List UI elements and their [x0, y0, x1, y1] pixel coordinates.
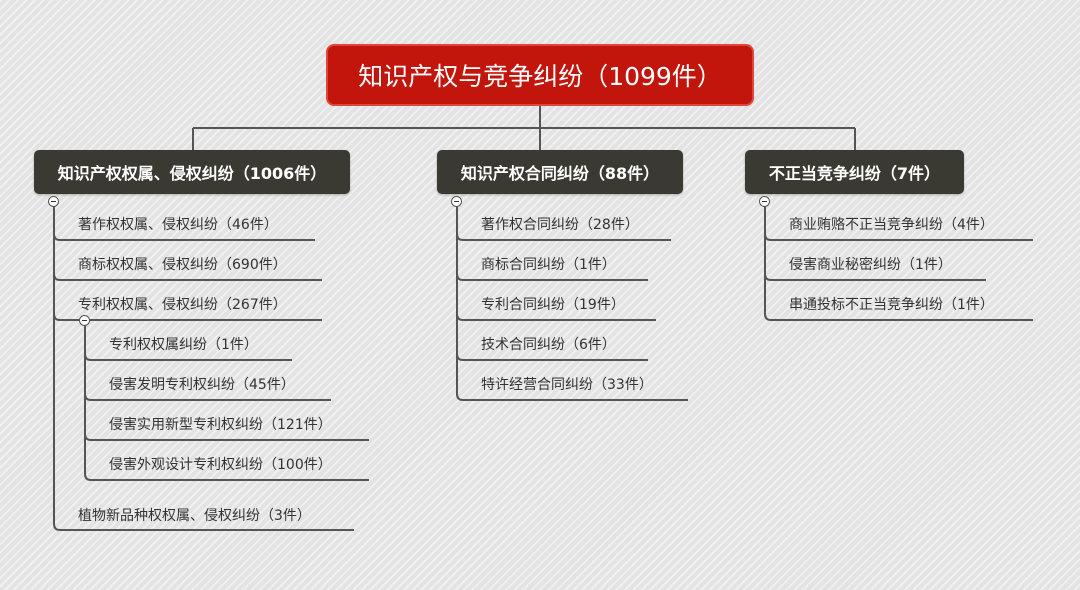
leaf-patent-ownership[interactable]: 专利权权属、侵权纠纷（267件）: [78, 297, 287, 313]
leaf-connector: [764, 313, 1033, 321]
collapse-minus-icon[interactable]: [759, 196, 770, 207]
leaf-bid-rigging[interactable]: 串通投标不正当竞争纠纷（1件）: [789, 297, 994, 313]
leaf-connector: [764, 273, 986, 281]
leaf-connector: [53, 233, 315, 241]
leaf-franchise-contract[interactable]: 特许经营合同纠纷（33件）: [481, 377, 653, 393]
leaf-connector: [456, 393, 688, 401]
leaf-connector: [456, 233, 671, 241]
leaf-connector: [53, 313, 322, 321]
sub-leaf-connector: [84, 353, 292, 361]
branch-ip-ownership-infringement[interactable]: 知识产权权属、侵权纠纷（1006件）: [34, 150, 350, 194]
leaf-connector: [53, 523, 354, 531]
leaf-connector: [764, 233, 1033, 241]
collapse-minus-icon[interactable]: [79, 315, 90, 326]
leaf-connector: [456, 353, 648, 361]
leaf-patent-contract[interactable]: 专利合同纠纷（19件）: [481, 297, 625, 313]
leaf-connector: [456, 273, 648, 281]
leaf-trademark-ownership[interactable]: 商标权权属、侵权纠纷（690件）: [78, 257, 287, 273]
leaf-patent-ownership-dispute[interactable]: 专利权权属纠纷（1件）: [109, 337, 258, 353]
branch-unfair-competition[interactable]: 不正当竞争纠纷（7件）: [745, 150, 964, 194]
collapse-minus-icon[interactable]: [451, 196, 462, 207]
branch-ip-contract[interactable]: 知识产权合同纠纷（88件）: [437, 150, 683, 194]
leaf-connector: [456, 313, 656, 321]
leaf-utility-model-patent[interactable]: 侵害实用新型专利权纠纷（121件）: [109, 417, 332, 433]
leaf-copyright-contract[interactable]: 著作权合同纠纷（28件）: [481, 217, 639, 233]
leaf-technology-contract[interactable]: 技术合同纠纷（6件）: [481, 337, 616, 353]
collapse-minus-icon[interactable]: [48, 196, 59, 207]
leaf-design-patent[interactable]: 侵害外观设计专利权纠纷（100件）: [109, 457, 332, 473]
leaf-trademark-contract[interactable]: 商标合同纠纷（1件）: [481, 257, 616, 273]
sub-leaf-connector: [84, 433, 369, 441]
sub-leaf-connector: [84, 473, 369, 481]
leaf-trade-secret[interactable]: 侵害商业秘密纠纷（1件）: [789, 257, 952, 273]
root-topic[interactable]: 知识产权与竞争纠纷（1099件）: [326, 44, 754, 106]
sub-leaf-connector: [84, 393, 331, 401]
leaf-commercial-bribery[interactable]: 商业贿赂不正当竞争纠纷（4件）: [789, 217, 994, 233]
leaf-plant-variety[interactable]: 植物新品种权权属、侵权纠纷（3件）: [78, 508, 311, 524]
leaf-connector: [53, 273, 322, 281]
leaf-copyright-ownership[interactable]: 著作权权属、侵权纠纷（46件）: [78, 217, 278, 233]
leaf-invention-patent[interactable]: 侵害发明专利权纠纷（45件）: [109, 377, 295, 393]
